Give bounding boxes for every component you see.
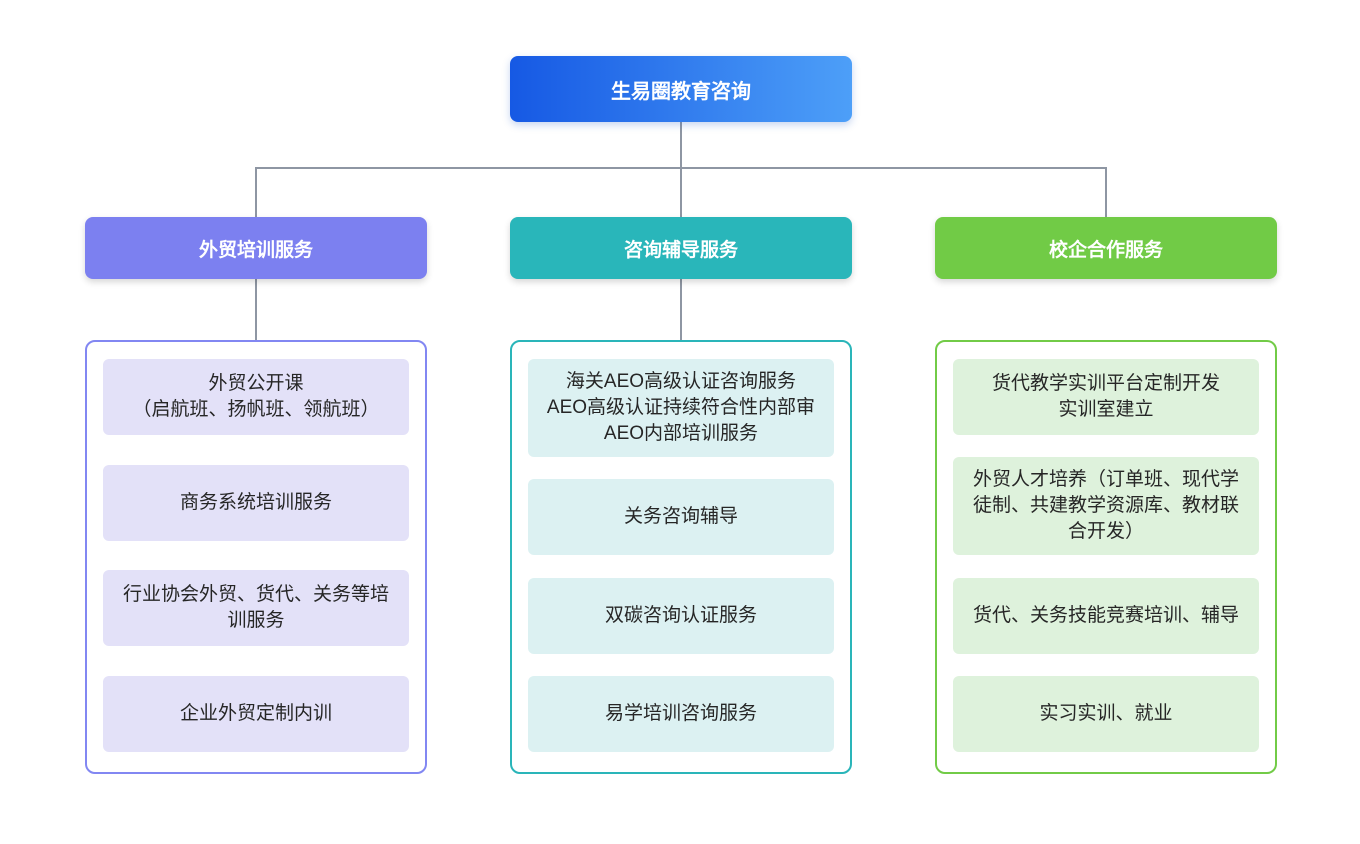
node-item: 关务咨询辅导 bbox=[528, 479, 834, 556]
branch-container-trade-training: 外贸公开课 （启航班、扬帆班、领航班） 商务系统培训服务 行业协会外贸、货代、关… bbox=[85, 340, 427, 774]
node-item: 企业外贸定制内训 bbox=[103, 675, 409, 752]
node-item: 易学培训咨询服务 bbox=[528, 675, 834, 752]
branch-header-label: 校企合作服务 bbox=[1048, 239, 1163, 261]
branch-header-trade-training: 外贸培训服务 bbox=[85, 217, 427, 279]
connector-branch3-vertical bbox=[1105, 167, 1107, 217]
branch-container-school-enterprise: 货代教学实训平台定制开发 实训室建立 外贸人才培养（订单班、现代学徒制、共建教学… bbox=[935, 340, 1277, 774]
node-item: 货代、关务技能竞赛培训、辅导 bbox=[953, 577, 1259, 654]
connector-branch2-container-vertical bbox=[680, 279, 682, 340]
branch-header-consulting: 咨询辅导服务 bbox=[510, 217, 852, 279]
branch-header-label: 咨询辅导服务 bbox=[623, 239, 738, 261]
root-node: 生易圈教育咨询 bbox=[510, 56, 852, 122]
branch-header-school-enterprise: 校企合作服务 bbox=[935, 217, 1277, 279]
node-item: 商务系统培训服务 bbox=[103, 464, 409, 541]
root-node-label: 生易圈教育咨询 bbox=[611, 80, 751, 103]
node-item: 外贸公开课 （启航班、扬帆班、领航班） bbox=[103, 359, 409, 435]
node-item: 海关AEO高级认证咨询服务 AEO高级认证持续符合性内部审 AEO内部培训服务 bbox=[528, 359, 834, 457]
node-item: 货代教学实训平台定制开发 实训室建立 bbox=[953, 359, 1259, 435]
node-item: 行业协会外贸、货代、关务等培训服务 bbox=[103, 570, 409, 647]
connector-branch2-vertical bbox=[680, 167, 682, 217]
connector-root-vertical bbox=[680, 122, 682, 167]
connector-branch1-vertical bbox=[255, 167, 257, 217]
branch-header-label: 外贸培训服务 bbox=[198, 239, 313, 261]
connector-branch1-container-vertical bbox=[255, 279, 257, 340]
node-item: 双碳咨询认证服务 bbox=[528, 577, 834, 654]
branch-container-consulting: 海关AEO高级认证咨询服务 AEO高级认证持续符合性内部审 AEO内部培训服务 … bbox=[510, 340, 852, 774]
node-item: 外贸人才培养（订单班、现代学徒制、共建教学资源库、教材联合开发） bbox=[953, 457, 1259, 556]
node-item: 实习实训、就业 bbox=[953, 675, 1259, 752]
